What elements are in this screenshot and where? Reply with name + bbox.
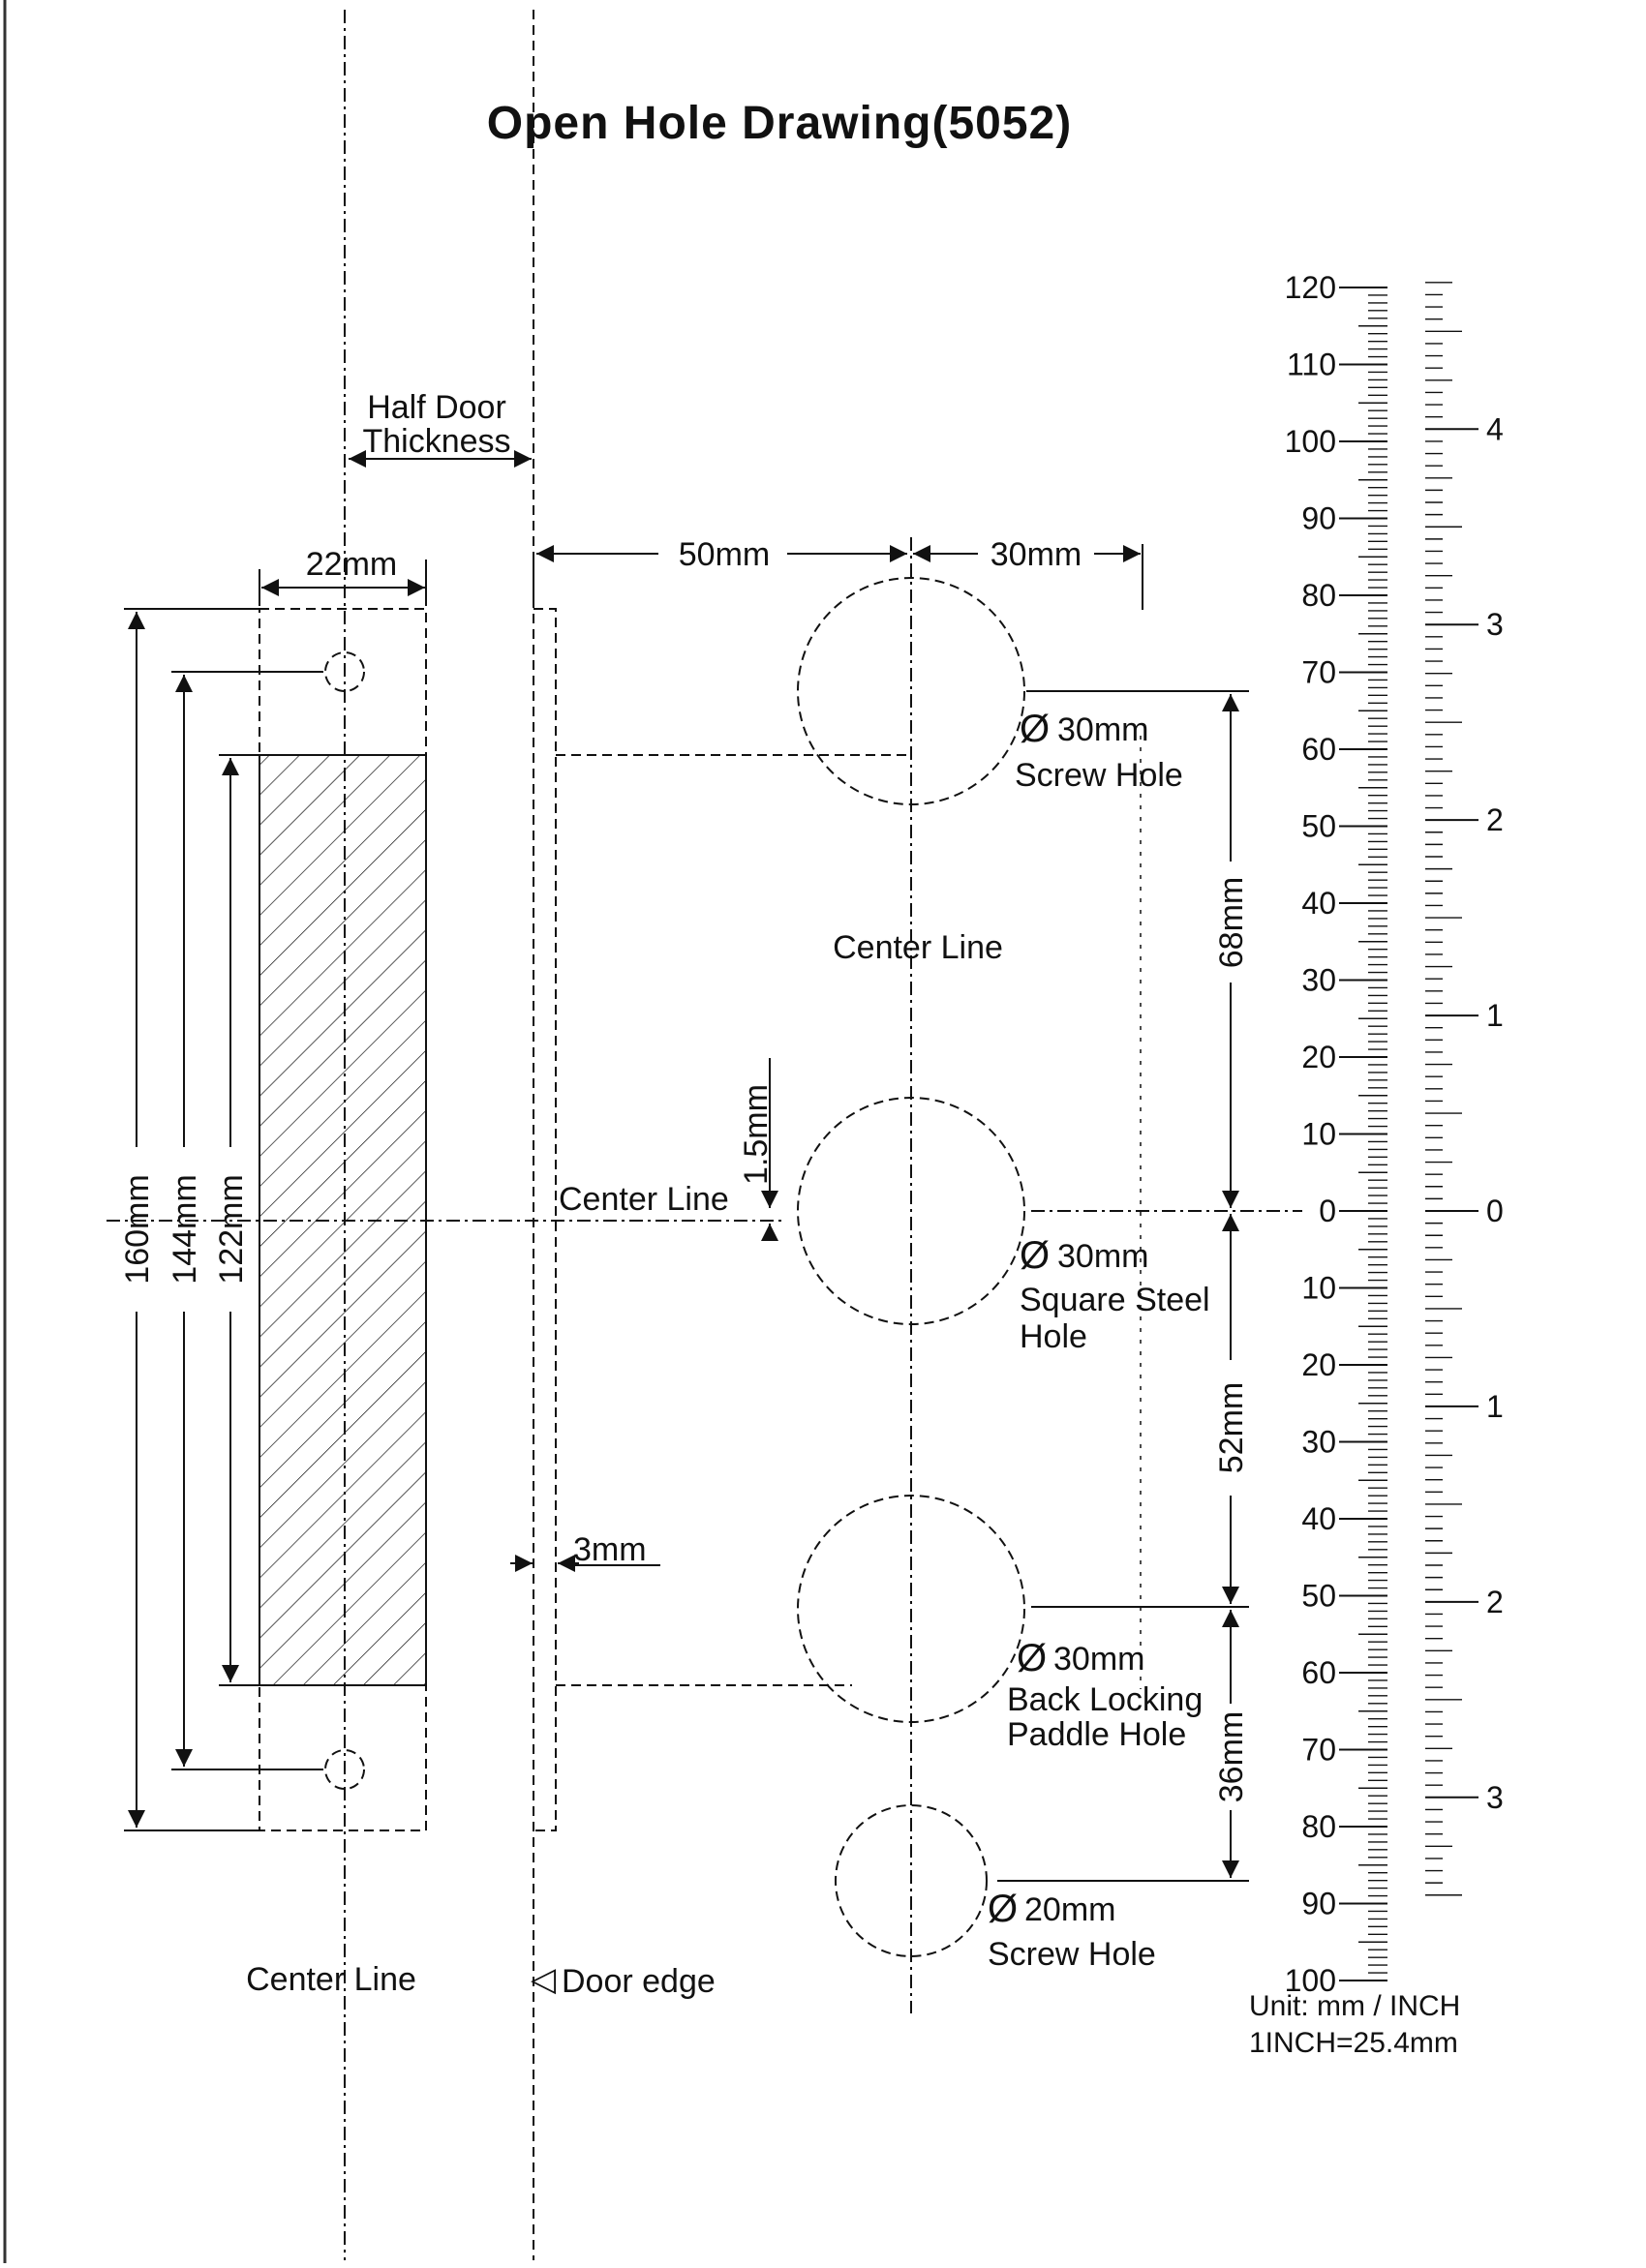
page-title: Open Hole Drawing(5052)	[487, 98, 1072, 149]
ruler-mm-label: 110	[1287, 348, 1336, 382]
distance-50mm-label: 50mm	[679, 536, 770, 573]
half-door-label-line-1: Half Door	[367, 389, 506, 426]
ruler-inch-label: 4	[1486, 411, 1504, 446]
hole-2-size: 30mm	[1057, 1238, 1148, 1275]
ruler-mm-label: 20	[1301, 1347, 1336, 1382]
hole-label-3: Ø 30mm Back Locking Paddle Hole	[1007, 1637, 1203, 1753]
measuring-ruler: 1201101009080706050403020100102030405060…	[1285, 270, 1504, 1998]
center-line-label-mid: Center Line	[559, 1181, 729, 1218]
offset-1-5mm-label: 1.5mm	[738, 1084, 775, 1185]
ruler-inch-label: 1	[1486, 998, 1504, 1033]
ruler-mm-label: 10	[1301, 1271, 1336, 1306]
ruler-mm-label: 60	[1301, 1655, 1336, 1690]
offset-3mm-label: 3mm	[573, 1531, 647, 1568]
distance-30mm-label: 30mm	[991, 536, 1082, 573]
diameter-icon: Ø	[1020, 708, 1050, 750]
ruler-mm-label: 30	[1301, 1425, 1336, 1460]
ruler-mm-label: 20	[1301, 1040, 1336, 1074]
screw-hole-bottom	[835, 1804, 988, 1957]
screw-hole-top	[797, 577, 1025, 805]
hole-label-1: Ø 30mm Screw Hole	[1015, 708, 1183, 794]
ruler-inch-label: 0	[1486, 1194, 1504, 1228]
ruler-mm-label: 0	[1319, 1194, 1336, 1228]
strike-plate-profile	[533, 608, 557, 1831]
ruler-mm-label: 120	[1285, 270, 1336, 305]
ruler-mm-label: 90	[1301, 501, 1336, 536]
ruler-mm-label: 30	[1301, 963, 1336, 998]
height-160mm-label: 160mm	[119, 1174, 156, 1284]
ruler-inch-label: 3	[1486, 1780, 1504, 1815]
hole-3-name-line-2: Paddle Hole	[1007, 1716, 1186, 1753]
center-line-label-top: Center Line	[833, 929, 1003, 966]
ruler-mm-label: 60	[1301, 732, 1336, 767]
center-line-label-bottom: Center Line	[246, 1961, 416, 1998]
diameter-icon: Ø	[1017, 1637, 1047, 1679]
door-edge-icon: ◁	[531, 1961, 557, 1998]
hole-4-size: 20mm	[1024, 1891, 1115, 1928]
ruler-mm-label: 80	[1301, 578, 1336, 613]
ruler-mm-label: 100	[1285, 424, 1336, 459]
hole-1-size: 30mm	[1057, 711, 1148, 748]
ruler-inch-label: 1	[1486, 1389, 1504, 1424]
ruler-inch-label: 2	[1486, 802, 1504, 837]
spacing-36mm-label: 36mm	[1213, 1711, 1250, 1802]
plate-screw-hole-top	[324, 651, 365, 692]
ruler-inch-label: 3	[1486, 607, 1504, 642]
ruler-mm-label: 10	[1301, 1117, 1336, 1152]
ruler-mm-label: 70	[1301, 1733, 1336, 1768]
height-122mm-label: 122mm	[213, 1174, 250, 1284]
hole-2-name-line-1: Square Steel	[1020, 1282, 1210, 1318]
ruler-conversion-note: 1INCH=25.4mm	[1249, 2027, 1458, 2059]
ruler-mm-label: 70	[1301, 655, 1336, 690]
ruler-unit-note: Unit: mm / INCH	[1249, 1990, 1460, 2022]
ruler-mm-label: 80	[1301, 1809, 1336, 1844]
height-144mm-label: 144mm	[167, 1174, 203, 1284]
ruler-mm-label: 100	[1285, 1963, 1336, 1998]
ruler-mm-label: 50	[1301, 1579, 1336, 1614]
hole-4-name: Screw Hole	[988, 1936, 1156, 1973]
back-locking-paddle-hole	[797, 1495, 1025, 1723]
hole-3-name-line-1: Back Locking	[1007, 1681, 1203, 1718]
hole-label-4: Ø 20mm Screw Hole	[988, 1888, 1156, 1973]
door-edge-label: Door edge	[562, 1963, 716, 2000]
ruler-mm-label: 40	[1301, 886, 1336, 921]
spacing-68mm-label: 68mm	[1213, 877, 1250, 968]
half-door-label-line-2: Thickness	[362, 423, 510, 460]
ruler-inch-label: 2	[1486, 1585, 1504, 1619]
diameter-icon: Ø	[1020, 1234, 1050, 1277]
width-22mm-label: 22mm	[306, 546, 397, 583]
ruler-mm-label: 50	[1301, 809, 1336, 844]
spacing-52mm-label: 52mm	[1213, 1382, 1250, 1473]
hole-2-name-line-2: Hole	[1020, 1318, 1087, 1355]
ruler-mm-label: 40	[1301, 1501, 1336, 1536]
hole-3-size: 30mm	[1053, 1641, 1144, 1678]
hole-1-name: Screw Hole	[1015, 757, 1183, 794]
hole-label-2: Ø 30mm Square Steel Hole	[1020, 1234, 1210, 1355]
diameter-icon: Ø	[988, 1888, 1018, 1930]
square-steel-hole	[797, 1097, 1025, 1325]
plate-screw-hole-bottom	[324, 1749, 365, 1790]
ruler-mm-label: 90	[1301, 1887, 1336, 1921]
